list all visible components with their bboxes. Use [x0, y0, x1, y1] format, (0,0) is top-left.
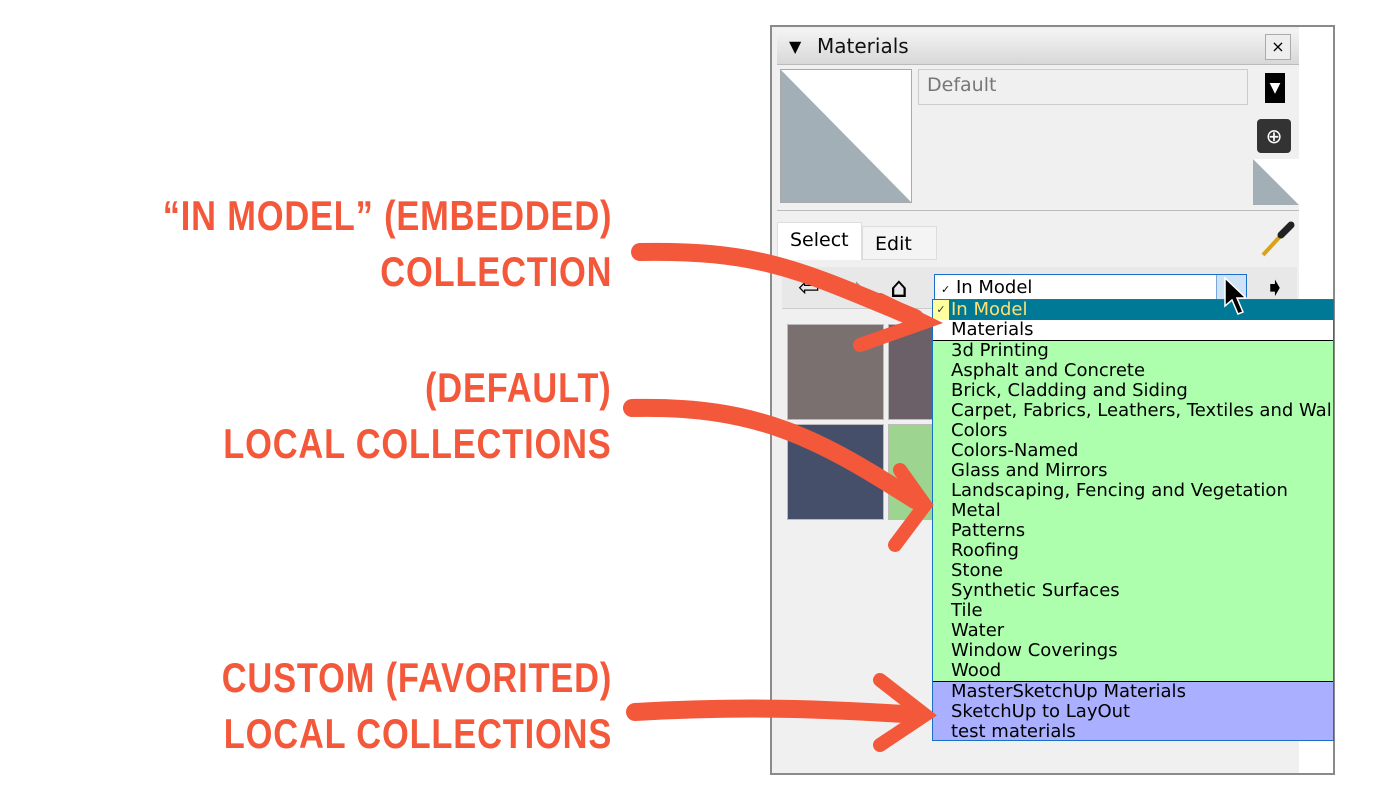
- panel-title: Materials: [817, 34, 909, 58]
- annotation-text: LOCAL COLLECTIONS: [223, 420, 612, 467]
- mouse-cursor-icon: [1224, 276, 1248, 315]
- dropdown-item-materials[interactable]: Materials: [933, 320, 1333, 340]
- material-name-field[interactable]: Default: [918, 69, 1248, 105]
- dropdown-item[interactable]: Glass and Mirrors: [951, 460, 1108, 481]
- close-button[interactable]: ×: [1265, 34, 1291, 60]
- dropdown-item[interactable]: Tile: [951, 600, 983, 621]
- annotation-text: (DEFAULT): [425, 364, 612, 411]
- arrow-in-model: [631, 242, 924, 327]
- dropdown-item[interactable]: Roofing: [951, 540, 1019, 561]
- annotation-custom: CUSTOM (FAVORITED) LOCAL COLLECTIONS: [222, 650, 612, 762]
- dropdown-item[interactable]: Carpet, Fabrics, Leathers, Textiles and …: [951, 400, 1334, 421]
- check-icon: ✓: [941, 283, 951, 296]
- item-label: Materials: [951, 319, 1034, 340]
- annotation-text: LOCAL COLLECTIONS: [223, 710, 612, 757]
- dropdown-item[interactable]: SketchUp to LayOut: [951, 701, 1131, 722]
- dropdown-item[interactable]: Window Coverings: [951, 640, 1118, 661]
- dropdown-item[interactable]: Landscaping, Fencing and Vegetation: [951, 480, 1288, 501]
- dropdown-item[interactable]: Patterns: [951, 520, 1026, 541]
- dropdown-item[interactable]: MasterSketchUp Materials: [951, 681, 1186, 702]
- arrow-default: [623, 398, 924, 509]
- dropdown-item[interactable]: Synthetic Surfaces: [951, 580, 1120, 601]
- create-material-icon[interactable]: ⊕: [1257, 119, 1291, 153]
- item-label: In Model: [951, 299, 1028, 320]
- dropdown-item[interactable]: Stone: [951, 560, 1003, 581]
- dropdown-item[interactable]: Brick, Cladding and Siding: [951, 380, 1188, 401]
- dropdown-item[interactable]: 3d Printing: [951, 340, 1049, 361]
- annotation-in-model: “IN MODEL” (EMBEDDED) COLLECTION: [162, 188, 612, 300]
- material-preview: [780, 69, 912, 203]
- dropdown-item[interactable]: test materials: [951, 721, 1076, 741]
- dropdown-item[interactable]: Asphalt and Concrete: [951, 360, 1146, 381]
- tab-select[interactable]: Select: [777, 222, 862, 260]
- dropdown-item[interactable]: Wood: [951, 660, 1002, 681]
- tab-edit[interactable]: Edit: [862, 226, 937, 260]
- dropdown-item[interactable]: Metal: [951, 500, 1001, 521]
- collapse-icon[interactable]: ▼: [789, 37, 802, 56]
- dropdown-item-in-model[interactable]: ✓In Model: [933, 300, 1333, 320]
- dropdown-item[interactable]: Colors-Named: [951, 440, 1079, 461]
- selected-collection: In Model: [955, 277, 1033, 298]
- details-icon[interactable]: ➧: [1264, 273, 1286, 303]
- annotation-default: (DEFAULT) LOCAL COLLECTIONS: [224, 360, 612, 472]
- annotation-text: COLLECTION: [379, 248, 612, 295]
- eyedropper-icon[interactable]: [1257, 219, 1297, 259]
- arrow-custom: [626, 699, 929, 724]
- check-icon: ✓: [933, 300, 949, 320]
- display-secondary-icon[interactable]: ▼: [1265, 73, 1285, 103]
- dropdown-item[interactable]: Water: [951, 620, 1005, 641]
- home-icon[interactable]: ⌂: [890, 271, 908, 304]
- annotation-text: CUSTOM (FAVORITED): [221, 654, 612, 701]
- annotation-text: “IN MODEL” (EMBEDDED): [162, 192, 612, 239]
- secondary-preview: [1253, 159, 1299, 205]
- title-bar[interactable]: ▼ Materials ×: [777, 29, 1299, 65]
- divider: [777, 210, 1299, 211]
- dropdown-item[interactable]: Colors: [951, 420, 1008, 441]
